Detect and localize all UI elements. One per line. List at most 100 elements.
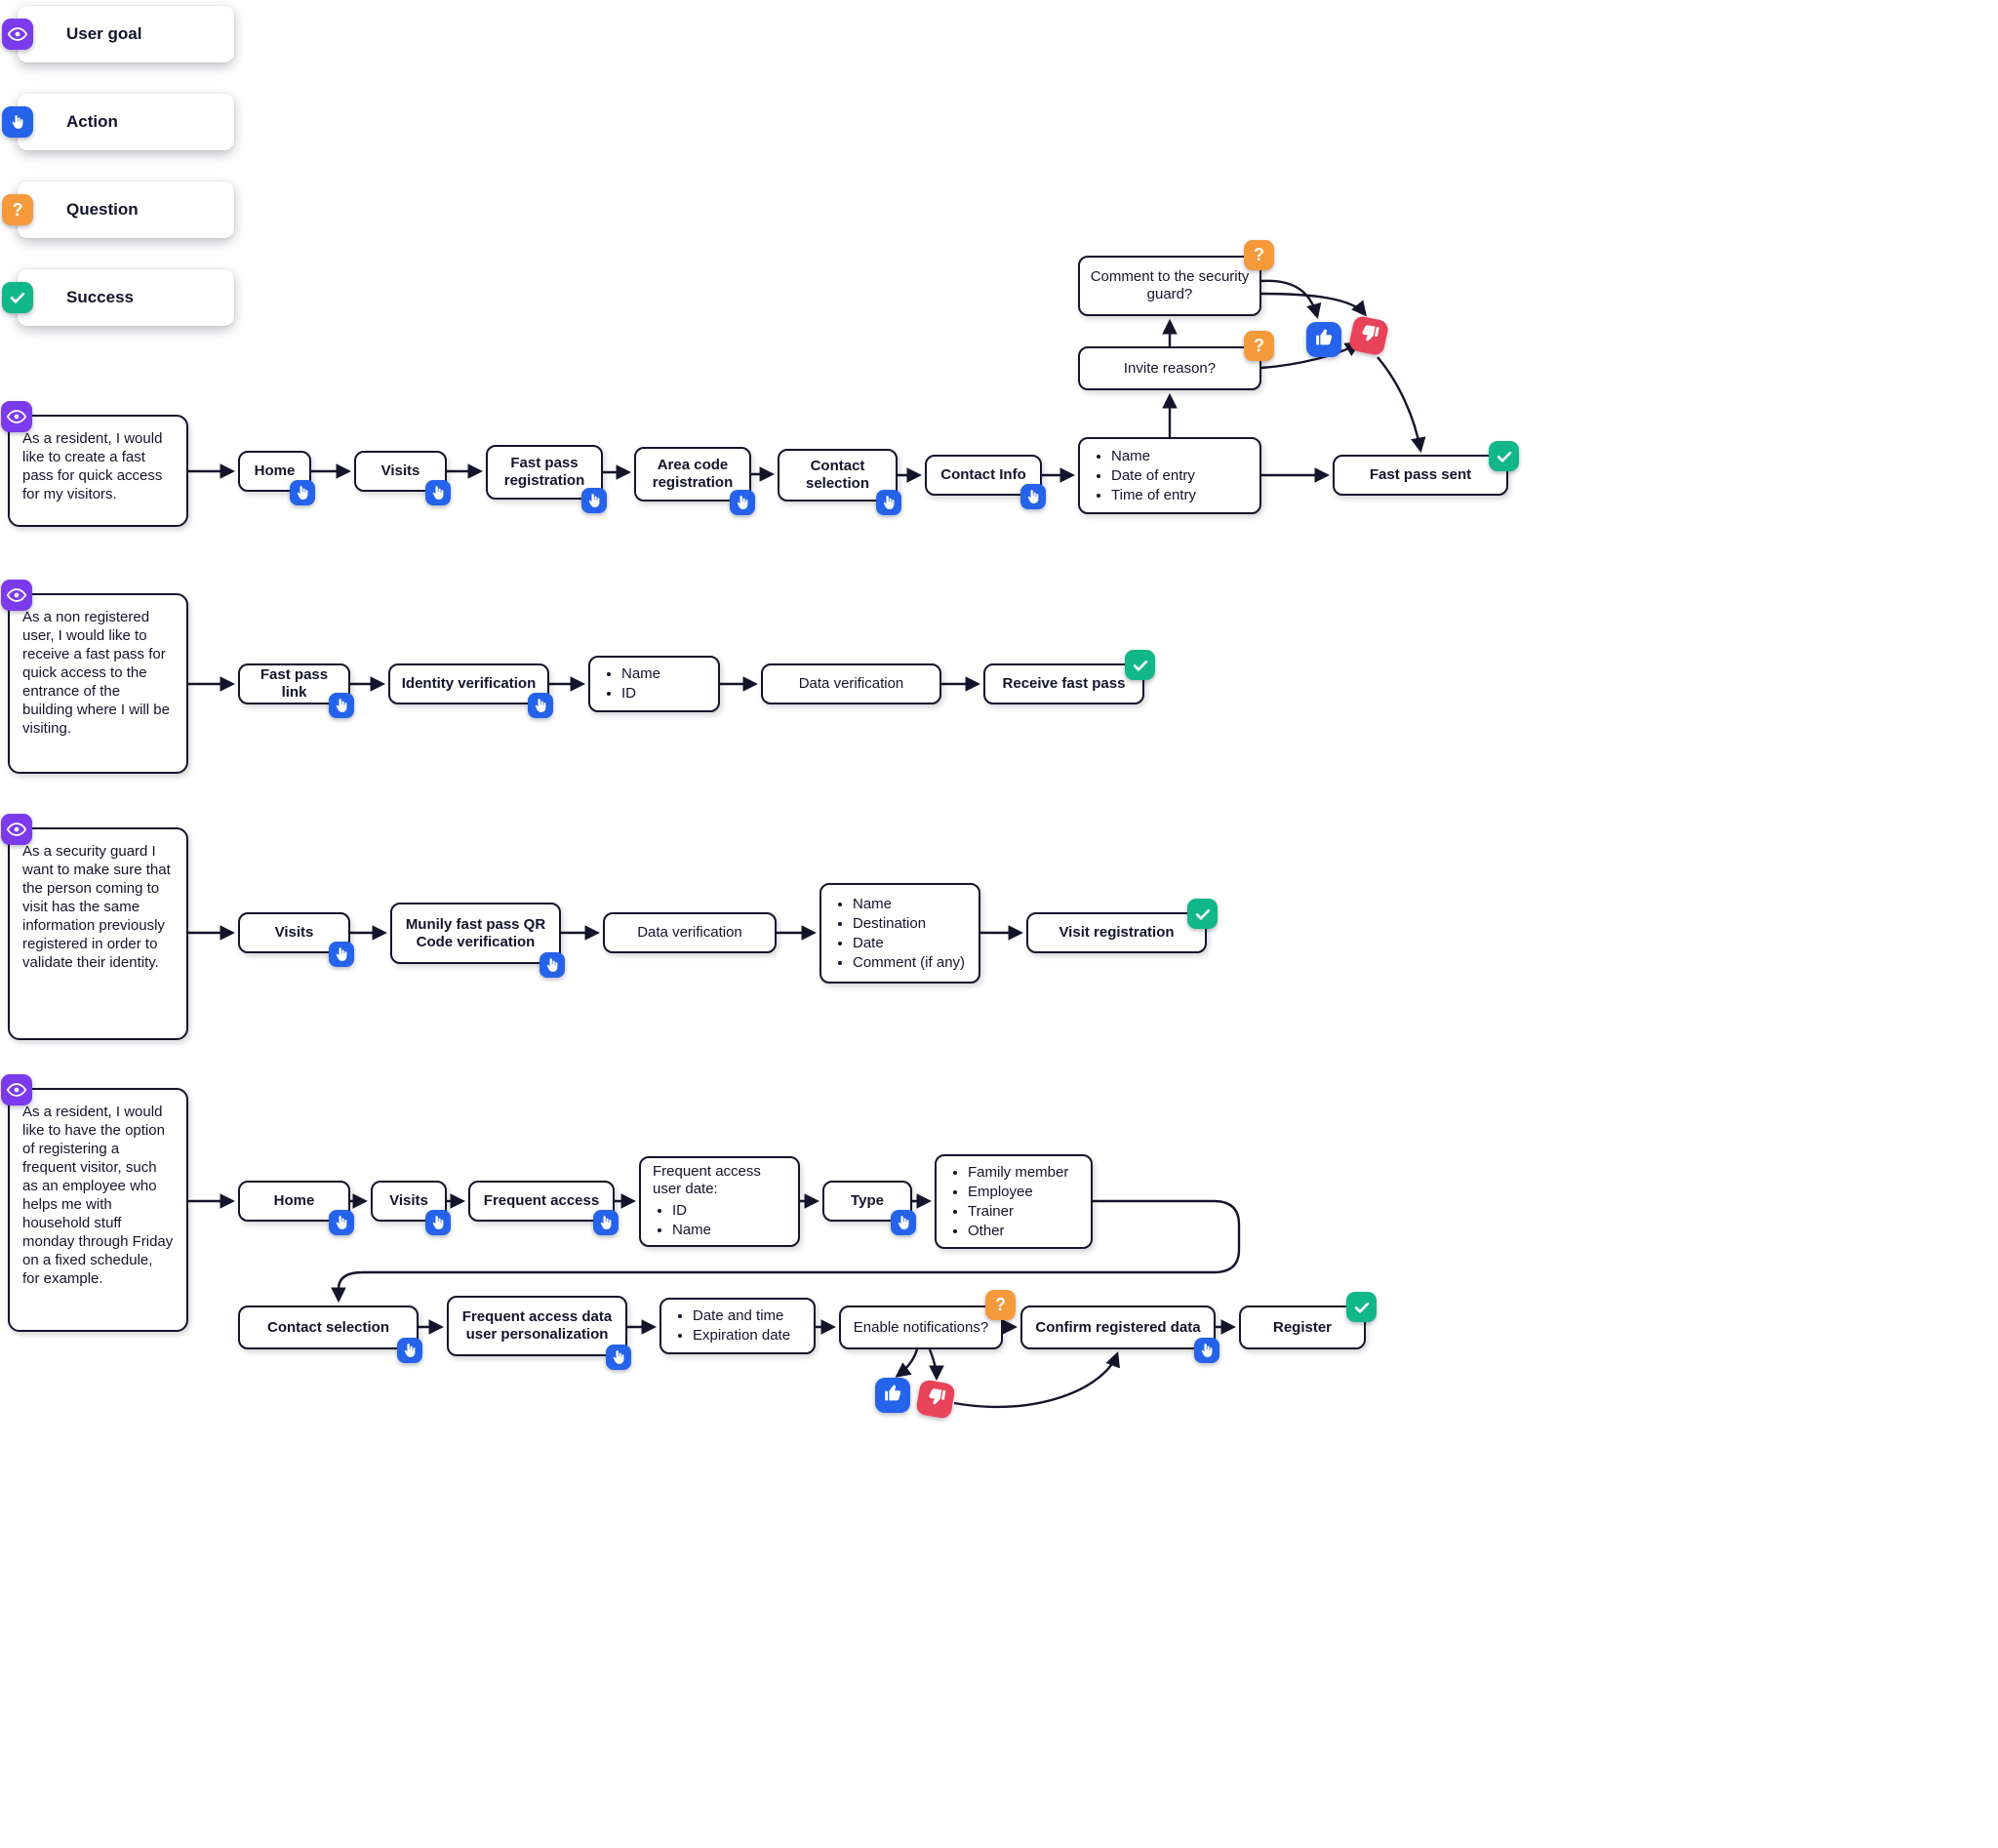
node-data-verification-2[interactable]: Data verification [603,912,777,953]
list-item: Name [621,665,660,683]
node-contact-info[interactable]: Contact Info [925,455,1046,509]
goal-card-security-guard[interactable]: As a security guard I want to make sure … [1,814,188,1040]
node-receive-fast-pass[interactable]: Receive fast pass [983,650,1155,704]
thumb-up-glyph [1314,327,1335,352]
list-visit-fields[interactable]: Name Destination Date Comment (if any) [819,883,980,984]
legend-label: Question [66,200,139,219]
node-frequent-access[interactable]: Frequent access [468,1181,619,1235]
node-invite-reason[interactable]: Invite reason? ? [1078,331,1274,390]
goal-text: As a resident, I would like to have the … [22,1104,174,1288]
node-type[interactable]: Type [822,1181,916,1235]
click-icon [528,693,553,718]
legend-item-user-goal[interactable]: User goal [2,6,234,62]
node-visits-1[interactable]: Visits [354,451,451,505]
list-identity-fields[interactable]: Name ID [588,656,720,712]
node-register[interactable]: Register [1239,1292,1377,1349]
node-personalization[interactable]: Frequent access data user personalizatio… [447,1296,631,1370]
click-icon [581,488,607,513]
check-icon [1187,899,1218,929]
click-icon [539,952,565,978]
check-icon [1346,1292,1377,1322]
node-label: Enable notifications? [853,1318,989,1336]
list-item: Destination [853,915,965,933]
node-label: Contact selection [805,458,870,492]
legend-label: Action [66,112,118,131]
node-label: Home [254,462,296,479]
node-area-code-registration[interactable]: Area code registration [634,447,755,515]
node-confirm-registered-data[interactable]: Confirm registered data [1020,1306,1219,1363]
list-item: Comment (if any) [853,954,965,972]
node-label: Type [851,1192,884,1209]
click-icon [876,490,901,515]
list-item: Trainer [968,1203,1068,1221]
goal-card-resident-fast-pass[interactable]: As a resident, I would like to create a … [1,401,188,527]
node-label: Contact Info [940,466,1026,483]
node-label: Data verification [798,675,904,692]
list-item: Name [672,1222,711,1239]
node-home-4[interactable]: Home [238,1181,354,1235]
list-item: Name [853,896,965,913]
node-label: Visit registration [1059,924,1175,941]
thumbs-down-icon[interactable] [1347,314,1390,357]
click-icon [593,1210,619,1235]
node-label: Munily fast pass QR Code verification [405,915,546,950]
question-icon: ? [985,1290,1016,1320]
list-item: Date of entry [1111,467,1196,485]
click-icon [425,480,451,505]
node-fast-pass-registration[interactable]: Fast pass registration [486,445,607,513]
click-icon [397,1338,422,1363]
node-home-1[interactable]: Home [238,451,315,505]
list-item: Date and time [693,1307,790,1325]
node-fast-pass-sent[interactable]: Fast pass sent [1333,441,1519,496]
thumbs-up-icon[interactable] [875,1378,910,1413]
click-icon [329,942,354,967]
list-item: ID [621,685,660,703]
thumb-down-glyph [923,1385,947,1413]
goal-card-frequent-visitor[interactable]: As a resident, I would like to have the … [1,1074,188,1332]
node-identity-verification[interactable]: Identity verification [388,663,553,718]
node-label: Contact selection [266,1318,390,1336]
eye-icon [1,814,32,845]
node-visits-3[interactable]: Visits [238,912,354,967]
thumbs-up-icon[interactable] [1306,322,1341,357]
goal-text: As a security guard I want to make sure … [22,843,171,972]
eye-icon [1,580,32,611]
list-frequent-access-user-data[interactable]: Frequent access user date: ID Name [639,1156,800,1247]
goal-card-non-registered-user[interactable]: As a non registered user, I would like t… [1,580,188,774]
node-enable-notifications[interactable]: Enable notifications? ? [839,1290,1016,1349]
goal-text: As a non registered user, I would like t… [22,609,170,738]
node-contact-selection-4[interactable]: Contact selection [238,1306,422,1363]
click-icon [2,106,33,138]
node-comment-guard[interactable]: Comment to the security guard? ? [1078,240,1274,316]
legend-item-success[interactable]: Success [2,269,234,326]
question-icon: ? [1244,240,1274,270]
node-label: Register [1272,1318,1333,1336]
list-schedule-fields[interactable]: Date and time Expiration date [659,1298,816,1354]
node-label: Visits [389,1192,428,1209]
node-label: Frequent access data user personalizatio… [461,1308,613,1343]
list-item: Family member [968,1164,1068,1182]
list-item: Time of entry [1111,487,1196,504]
click-icon [425,1210,451,1235]
list-entry-details[interactable]: Name Date of entry Time of entry [1078,437,1261,514]
legend-item-action[interactable]: Action [2,94,234,150]
node-data-verification-1[interactable]: Data verification [761,663,941,704]
node-fast-pass-link[interactable]: Fast pass link [238,663,354,718]
thumbs-down-icon[interactable] [915,1379,956,1420]
node-visit-registration[interactable]: Visit registration [1026,899,1218,953]
node-visits-4[interactable]: Visits [371,1181,451,1235]
goal-text: As a resident, I would like to create a … [22,430,163,503]
legend-label: Success [66,288,134,306]
node-label: Data verification [637,924,742,941]
node-qr-verification[interactable]: Munily fast pass QR Code verification [390,903,565,978]
click-icon [329,1210,354,1235]
legend-item-question[interactable]: ? Question [2,181,234,238]
node-label: Identity verification [401,675,537,692]
list-item: Other [968,1223,1068,1240]
click-icon [1020,484,1046,509]
node-contact-selection-1[interactable]: Contact selection [778,449,901,515]
list-type-options[interactable]: Family member Employee Trainer Other [935,1154,1093,1249]
list-item: Date [853,935,965,952]
